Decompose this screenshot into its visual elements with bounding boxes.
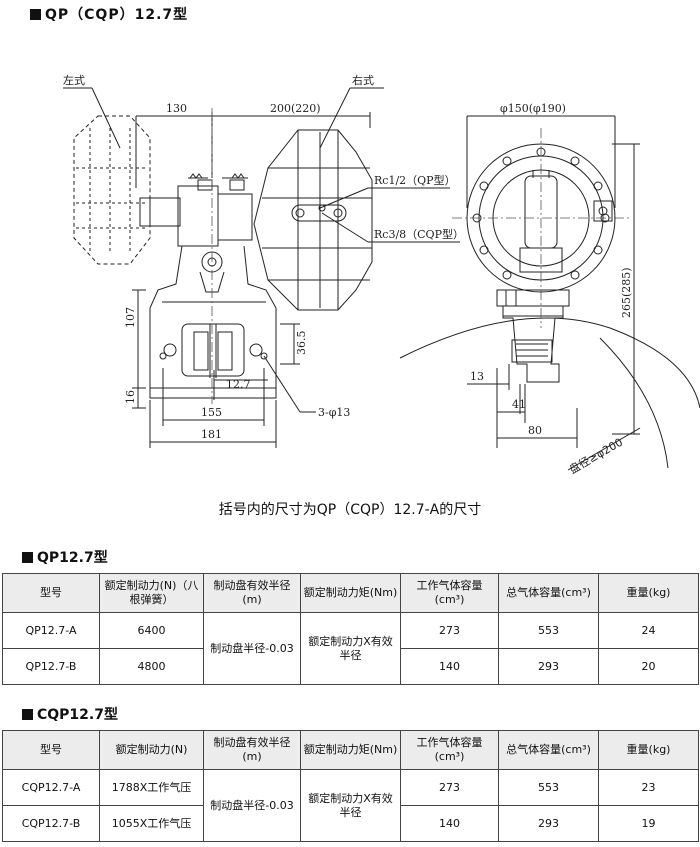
cell-force: 4800	[99, 648, 204, 685]
header-work-gas: 工作气体容量(cm³)	[400, 573, 499, 613]
dim-3-phi13: 3-φ13	[318, 406, 350, 419]
dim-13: 13	[470, 370, 484, 383]
brake-pad-assembly	[181, 323, 245, 377]
cell-torque: 额定制动力X有效半径	[300, 769, 401, 842]
section-title-qp: QP12.7型	[22, 547, 108, 567]
cell-torque: 额定制动力X有效半径	[300, 612, 401, 685]
cell-radius: 制动盘半径-0.03	[203, 612, 301, 685]
square-bullet-icon	[22, 552, 33, 563]
shaft-end	[139, 197, 181, 227]
dim-16: 16	[124, 390, 137, 404]
header-model: 型号	[2, 730, 100, 770]
cell-work-gas: 273	[400, 769, 499, 806]
disc-arc-side	[599, 337, 669, 469]
drawing-caption: 括号内的尺寸为QP（CQP）12.7-A的尺寸	[218, 502, 482, 518]
cell-work-gas: 140	[400, 805, 499, 842]
cell-total-gas: 293	[498, 805, 599, 842]
mount-hole-left	[163, 343, 177, 357]
header-torque: 额定制动力矩(Nm)	[300, 730, 401, 770]
header-force: 额定制动力(N)（八根弹簧）	[99, 573, 204, 613]
cell-work-gas: 140	[400, 648, 499, 685]
cell-total-gas: 553	[498, 769, 599, 806]
right-type-cylinder	[253, 129, 373, 311]
label-right-type: 右式	[352, 73, 374, 87]
table-row: CQP12.7-A 1788X工作气压 制动盘半径-0.03 额定制动力X有效半…	[2, 769, 699, 842]
disc-arc-top	[399, 317, 700, 409]
cell-weight: 23	[598, 769, 699, 806]
section-title-text: CQP12.7型	[37, 707, 118, 723]
cell-weight: 20	[598, 648, 699, 685]
cell-model: CQP12.7-B	[2, 805, 100, 842]
header-weight: 重量(kg)	[598, 573, 699, 613]
square-bullet-icon	[30, 9, 41, 20]
spec-table-cqp: 型号 额定制动力(N) 制动盘有效半径(m) 额定制动力矩(Nm) 工作气体容量…	[2, 730, 699, 842]
header-total-gas: 总气体容量(cm³)	[498, 730, 599, 770]
label-rc-cqp: Rc3/8（CQP型）	[374, 227, 464, 241]
cell-force: 6400	[99, 612, 204, 649]
table-row: QP12.7-A 6400 制动盘半径-0.03 额定制动力X有效半径 273 …	[2, 612, 699, 685]
dim-phi150: φ150(φ190)	[500, 102, 566, 115]
end-view-pad	[511, 339, 553, 363]
header-radius: 制动盘有效半径(m)	[203, 573, 301, 613]
mount-hole-right	[249, 343, 263, 357]
cell-weight: 24	[598, 612, 699, 649]
label-disc-diameter: 盘径≥φ200	[567, 435, 626, 477]
header-weight: 重量(kg)	[598, 730, 699, 770]
header-model: 型号	[2, 573, 100, 613]
dim-265: 265(285)	[620, 267, 633, 318]
cell-total-gas: 293	[498, 648, 599, 685]
cell-work-gas: 273	[400, 612, 499, 649]
dim-80: 80	[528, 424, 542, 437]
section-title-cqp: CQP12.7型	[22, 704, 118, 724]
dim-181: 181	[201, 428, 222, 441]
header-radius: 制动盘有效半径(m)	[203, 730, 301, 770]
header-work-gas: 工作气体容量(cm³)	[400, 730, 499, 770]
cell-model: QP12.7-B	[2, 648, 100, 685]
table-row: CQP12.7-B 1055X工作气压 140 293 19	[2, 805, 699, 842]
cell-model: CQP12.7-A	[2, 769, 100, 806]
dim-107: 107	[124, 307, 137, 328]
table-header-row: 型号 额定制动力(N)（八根弹簧） 制动盘有效半径(m) 额定制动力矩(Nm) …	[2, 573, 699, 613]
title-text: QP（CQP）12.7型	[45, 7, 189, 23]
table-header-row: 型号 额定制动力(N) 制动盘有效半径(m) 额定制动力矩(Nm) 工作气体容量…	[2, 730, 699, 770]
header-total-gas: 总气体容量(cm³)	[498, 573, 599, 613]
header-force: 额定制动力(N)	[99, 730, 204, 770]
cell-total-gas: 553	[498, 612, 599, 649]
section-title-text: QP12.7型	[37, 550, 108, 566]
left-type-outline	[73, 115, 151, 265]
dim-36-5: 36.5	[295, 331, 308, 356]
dim-130: 130	[166, 102, 187, 115]
header-torque: 额定制动力矩(Nm)	[300, 573, 401, 613]
dim-12-7: 12.7	[226, 378, 251, 391]
spec-table-qp: 型号 额定制动力(N)（八根弹簧） 制动盘有效半径(m) 额定制动力矩(Nm) …	[2, 573, 699, 685]
dim-41: 41	[512, 398, 526, 411]
label-left-type: 左式	[63, 74, 85, 87]
label-rc-qp: Rc1/2（QP型）	[374, 173, 456, 187]
cell-force: 1055X工作气压	[99, 805, 204, 842]
cell-radius: 制动盘半径-0.03	[203, 769, 301, 842]
dim-155: 155	[201, 406, 222, 419]
dim-200: 200(220)	[270, 102, 321, 115]
cell-weight: 19	[598, 805, 699, 842]
square-bullet-icon	[22, 709, 33, 720]
table-row: QP12.7-B 4800 140 293 20	[2, 648, 699, 685]
technical-drawing: 左式 右式 Rc1/2（QP型） Rc3/8（CQP型） 130 200(220…	[63, 73, 700, 477]
cell-model: QP12.7-A	[2, 612, 100, 649]
document-title: QP（CQP）12.7型	[30, 4, 188, 24]
cell-force: 1788X工作气压	[99, 769, 204, 806]
